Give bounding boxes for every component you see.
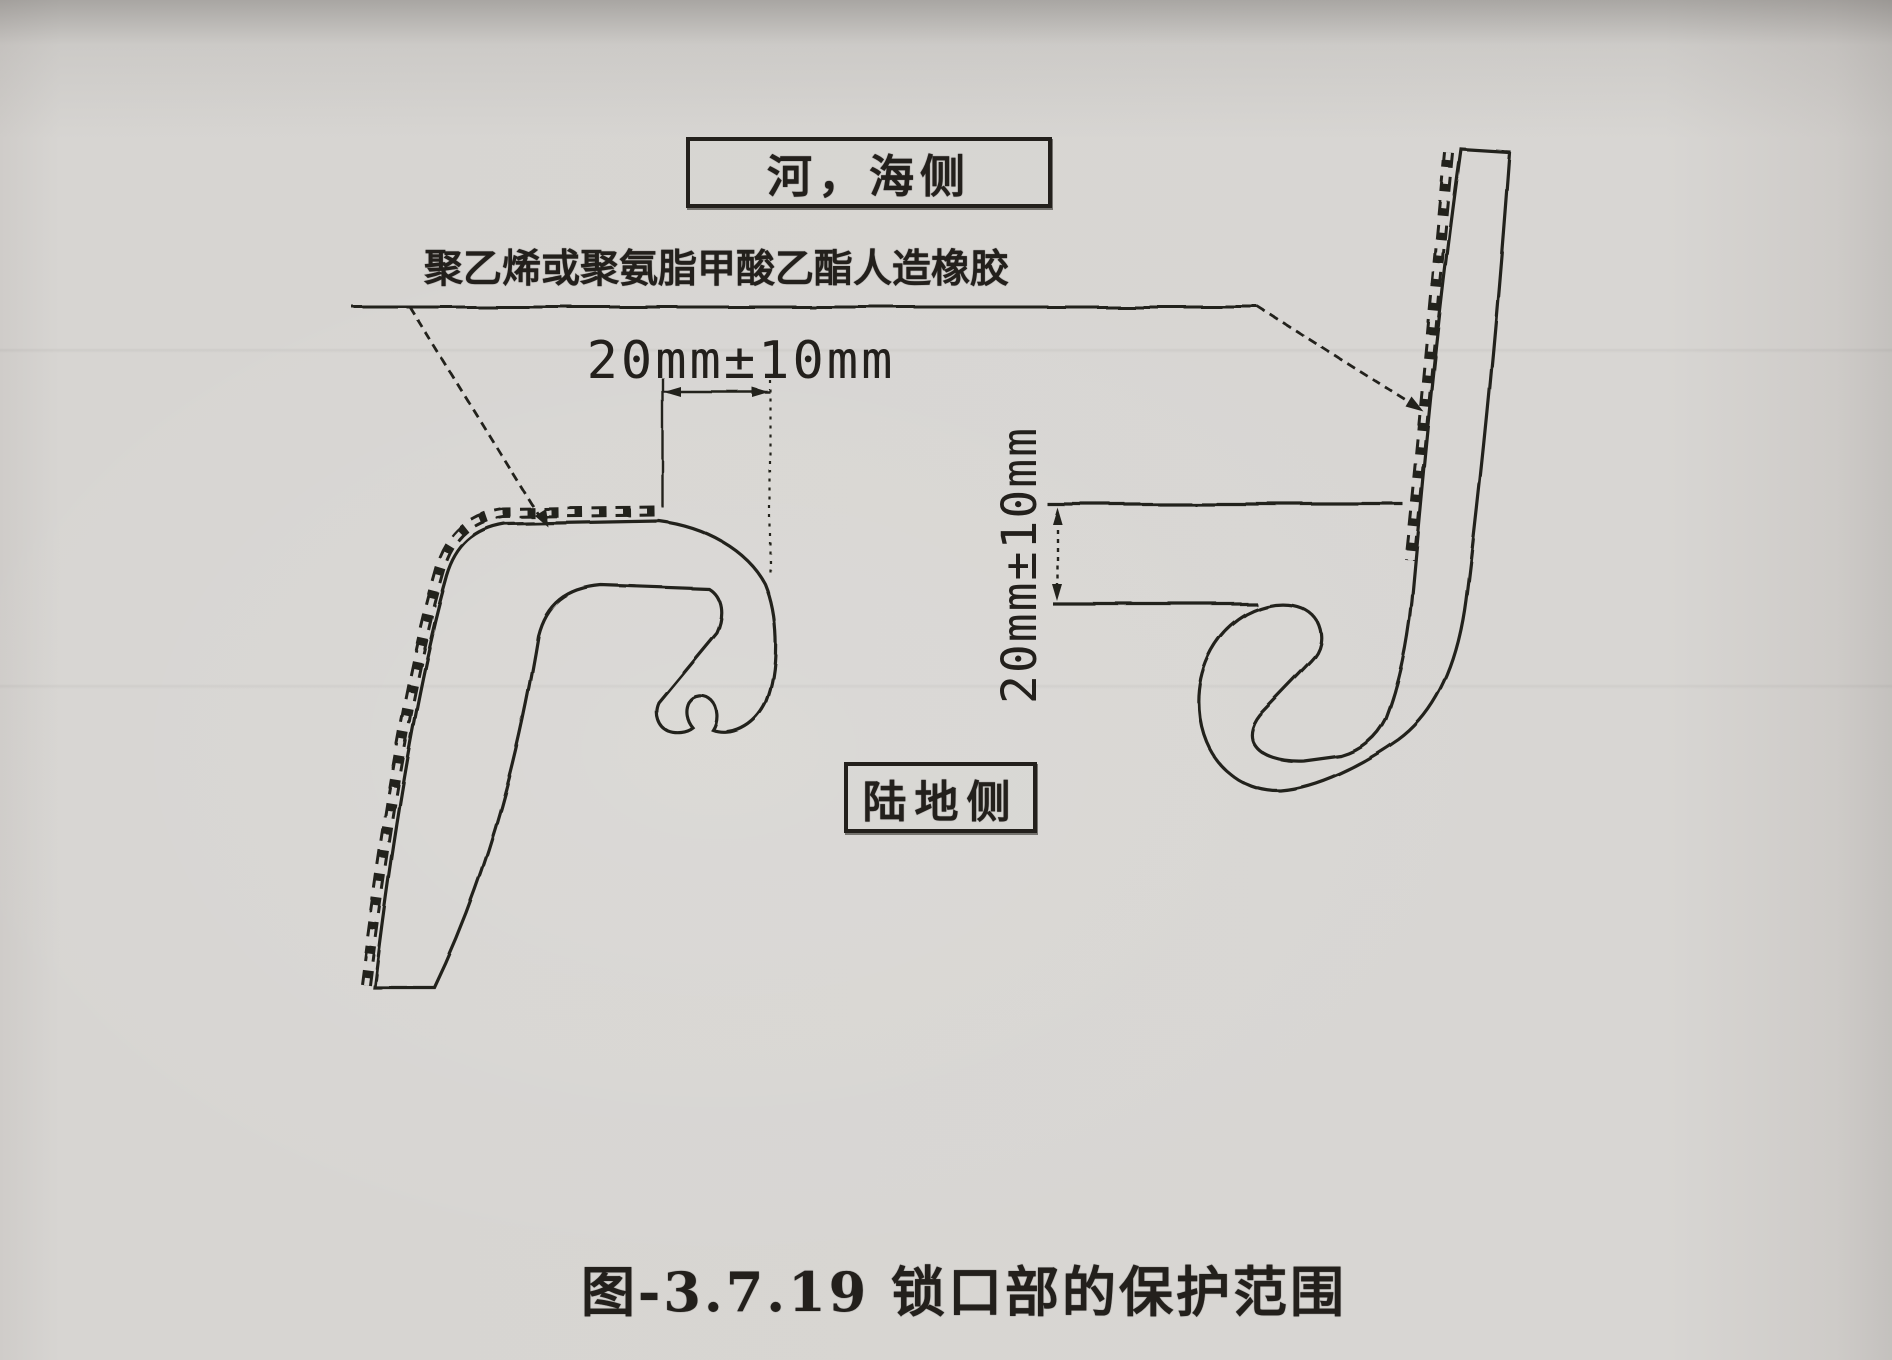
hdim-arrow-right — [752, 387, 769, 397]
left-sheet-pile-outline — [372, 519, 778, 989]
right-coating-dashes — [1404, 152, 1455, 561]
leader-arrowhead-right — [1406, 397, 1424, 412]
vdim-arrow-down — [1052, 584, 1062, 601]
land-side-label-box: 陆地侧 — [844, 762, 1037, 833]
river-sea-side-label-box: 河，海侧 — [686, 137, 1052, 208]
hdim-arrow-left — [664, 387, 681, 397]
coating-leader-left-diagonal — [408, 306, 544, 522]
figure-caption: 图-3.7.19 锁口部的保护范围 — [580, 1260, 1348, 1324]
right-sheet-pile-outline — [1196, 147, 1511, 793]
river-sea-side-label: 河，海侧 — [766, 150, 971, 203]
right-height-dimension: 20mm±10mm — [992, 426, 1048, 704]
leader-arrowhead-left — [534, 508, 548, 527]
coating-leader-right-diagonal — [1257, 305, 1413, 406]
top-width-dimension: 20mm±10mm — [587, 331, 896, 391]
coating-material-label: 聚乙烯或聚氨脂甲酸乙酯人造橡胶 — [424, 247, 1010, 292]
land-side-label: 陆地侧 — [862, 776, 1019, 828]
vdim-arrow-up — [1052, 507, 1062, 524]
